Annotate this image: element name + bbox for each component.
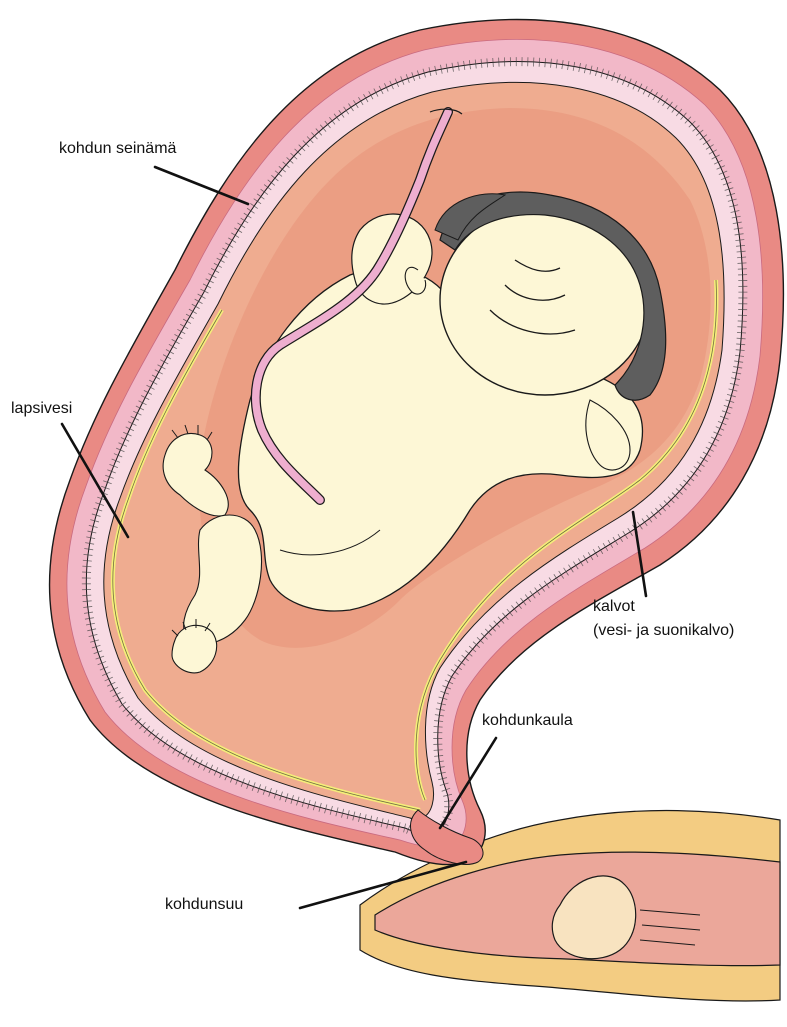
label-cervical-os: kohdunsuu (165, 896, 243, 914)
label-uterine-wall: kohdun seinämä (59, 140, 176, 158)
label-cervix: kohdunkaula (482, 712, 573, 730)
label-membranes: kalvot (593, 598, 635, 616)
label-membranes-detail: (vesi- ja suonikalvo) (593, 622, 734, 640)
label-amniotic-fluid: lapsivesi (11, 400, 72, 418)
